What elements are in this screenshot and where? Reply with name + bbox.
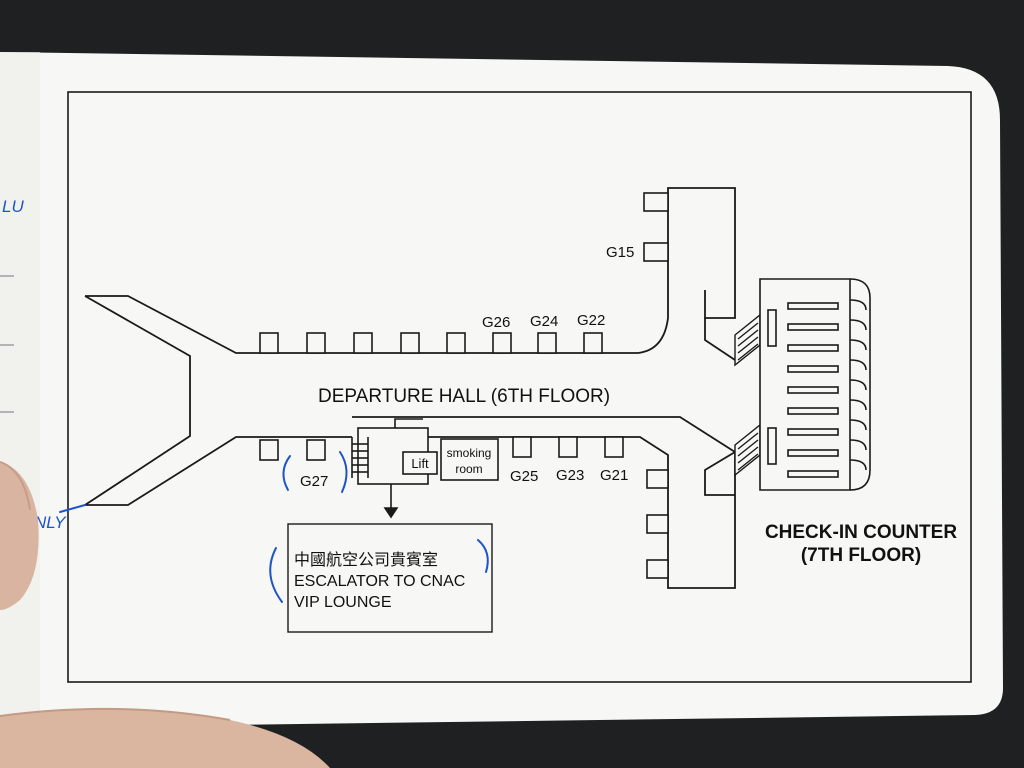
gate-label-g26: G26	[482, 314, 510, 331]
checkin-label-line1: CHECK-IN COUNTER	[765, 522, 957, 543]
checkin-building	[759, 278, 871, 491]
terminal-outline	[84, 187, 736, 589]
card	[0, 52, 1003, 728]
smoking-room-label-line2: room	[455, 462, 482, 476]
gate-label-g22: G22	[577, 312, 605, 329]
smoking-room-label-line1: smoking	[447, 446, 492, 460]
finger-left	[0, 461, 39, 610]
handwriting-top: LU	[2, 197, 24, 216]
gate-label-g24: G24	[530, 313, 558, 330]
lounge-label-chinese: 中國航空公司貴賓室	[294, 550, 438, 569]
pen-marks	[59, 451, 489, 603]
lounge-label-line3: VIP LOUNGE	[294, 594, 392, 611]
lounge-box	[287, 523, 493, 633]
gate-stands-pier-top	[643, 192, 669, 262]
gate-stands-lower	[259, 436, 624, 461]
checkin-label-line2: (7TH FLOOR)	[801, 545, 921, 566]
finger-bottom	[0, 707, 330, 768]
card-shade	[0, 52, 40, 728]
lift-label: Lift	[411, 456, 429, 471]
map-frame	[67, 91, 972, 683]
gate-label-g21: G21	[600, 467, 628, 484]
edge-ticks	[0, 275, 14, 413]
handwriting-bottom: NLY	[34, 513, 67, 532]
gate-label-g27: G27	[300, 473, 328, 490]
gate-label-g25: G25	[510, 468, 538, 485]
gate-stands-pier-bottom	[646, 469, 669, 579]
lift-area	[351, 418, 499, 519]
gate-stands-upper	[259, 332, 603, 354]
gate-label-g15: G15	[606, 244, 634, 261]
gate-label-g23: G23	[556, 467, 584, 484]
lounge-label-line2: ESCALATOR TO CNAC	[294, 573, 465, 590]
hall-label: DEPARTURE HALL (6TH FLOOR)	[318, 386, 610, 407]
